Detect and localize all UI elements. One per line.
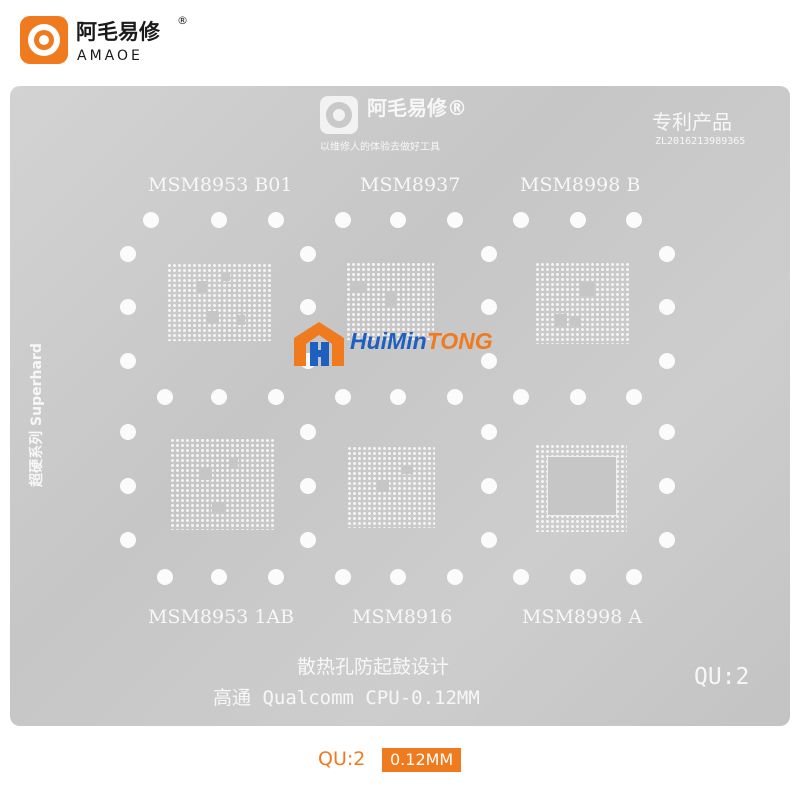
huimintong-logo-icon — [294, 322, 344, 366]
alignment-hole — [570, 389, 586, 405]
alignment-hole — [513, 569, 529, 585]
alignment-hole — [335, 389, 351, 405]
alignment-hole — [659, 424, 675, 440]
alignment-hole — [513, 389, 529, 405]
alignment-hole — [626, 389, 642, 405]
alignment-hole — [157, 389, 173, 405]
alignment-hole — [626, 212, 642, 228]
bga-grid-msm8916 — [347, 446, 435, 528]
alignment-hole — [659, 353, 675, 369]
alignment-hole — [390, 389, 406, 405]
alignment-hole — [513, 212, 529, 228]
plate-qu-badge: QU:2 — [694, 664, 750, 690]
alignment-hole — [120, 532, 136, 548]
alignment-hole — [157, 569, 173, 585]
alignment-hole — [120, 424, 136, 440]
alignment-hole — [211, 569, 227, 585]
bga-grid-msm8998-b — [535, 262, 630, 344]
alignment-hole — [481, 353, 497, 369]
alignment-hole — [120, 353, 136, 369]
alignment-hole — [481, 246, 497, 262]
alignment-hole — [300, 299, 316, 315]
plate-slogan: 以维修人的体验去做好工具 — [320, 142, 440, 153]
registered-mark: ® — [177, 14, 188, 27]
alignment-hole — [481, 424, 497, 440]
chip-label-bottom-center: MSM8916 — [352, 606, 453, 628]
bga-grid-msm8998-a — [535, 444, 627, 532]
alignment-hole — [659, 478, 675, 494]
alignment-hole — [268, 569, 284, 585]
alignment-hole — [447, 569, 463, 585]
patent-number: ZL2016213989365 — [655, 136, 746, 147]
bga-grid-msm8937 — [346, 262, 434, 340]
alignment-hole — [143, 212, 159, 228]
alignment-hole — [268, 212, 284, 228]
alignment-hole — [268, 389, 284, 405]
alignment-hole — [211, 212, 227, 228]
alignment-hole — [211, 389, 227, 405]
heat-hole-note: 散热孔防起鼓设计 — [297, 656, 450, 678]
plate-brand: 阿毛易修® — [367, 96, 467, 120]
huimintong-watermark: HuiMinTONG — [292, 318, 532, 370]
alignment-hole — [300, 478, 316, 494]
plate-logo-icon — [320, 96, 358, 134]
alignment-hole — [447, 212, 463, 228]
bga-grid-msm8953-b01 — [167, 263, 272, 341]
spec-thickness-badge: 0.12MM — [382, 748, 462, 772]
alignment-hole — [481, 299, 497, 315]
alignment-hole — [300, 532, 316, 548]
chip-label-bottom-right: MSM8998 A — [522, 606, 643, 628]
chip-label-bottom-left: MSM8953 1AB — [148, 606, 295, 628]
amaoe-logo-icon — [20, 16, 68, 64]
qualcomm-cpu-line: 高通 Qualcomm CPU-0.12MM — [213, 687, 480, 709]
alignment-hole — [390, 569, 406, 585]
chip-label-top-center: MSM8937 — [360, 174, 461, 196]
alignment-hole — [659, 246, 675, 262]
brand-name-cn: 阿毛易修 — [76, 20, 160, 44]
brand-name-en: AMAOE — [77, 48, 143, 64]
alignment-hole — [300, 246, 316, 262]
alignment-hole — [120, 478, 136, 494]
alignment-hole — [300, 424, 316, 440]
watermark-part1: HuiMin — [350, 328, 427, 354]
stencil-plate — [10, 86, 790, 726]
alignment-hole — [570, 569, 586, 585]
alignment-hole — [447, 389, 463, 405]
bga-grid-msm8953-1ab — [170, 438, 274, 530]
alignment-hole — [659, 299, 675, 315]
chip-label-top-left: MSM8953 B01 — [148, 174, 293, 196]
alignment-hole — [335, 212, 351, 228]
brand-header: 阿毛易修 ® AMAOE — [20, 14, 190, 68]
alignment-hole — [626, 569, 642, 585]
alignment-hole — [335, 569, 351, 585]
alignment-hole — [120, 299, 136, 315]
chip-label-top-right: MSM8998 B — [520, 174, 641, 196]
alignment-hole — [120, 246, 136, 262]
alignment-hole — [481, 532, 497, 548]
alignment-hole — [659, 532, 675, 548]
spec-model: QU:2 — [318, 748, 366, 770]
alignment-hole — [390, 212, 406, 228]
patent-label: 专利产品 — [652, 110, 732, 134]
superhard-label: 超硬系列 Superhard — [29, 343, 45, 487]
alignment-hole — [481, 478, 497, 494]
alignment-hole — [570, 212, 586, 228]
watermark-part2: TONG — [426, 328, 493, 354]
